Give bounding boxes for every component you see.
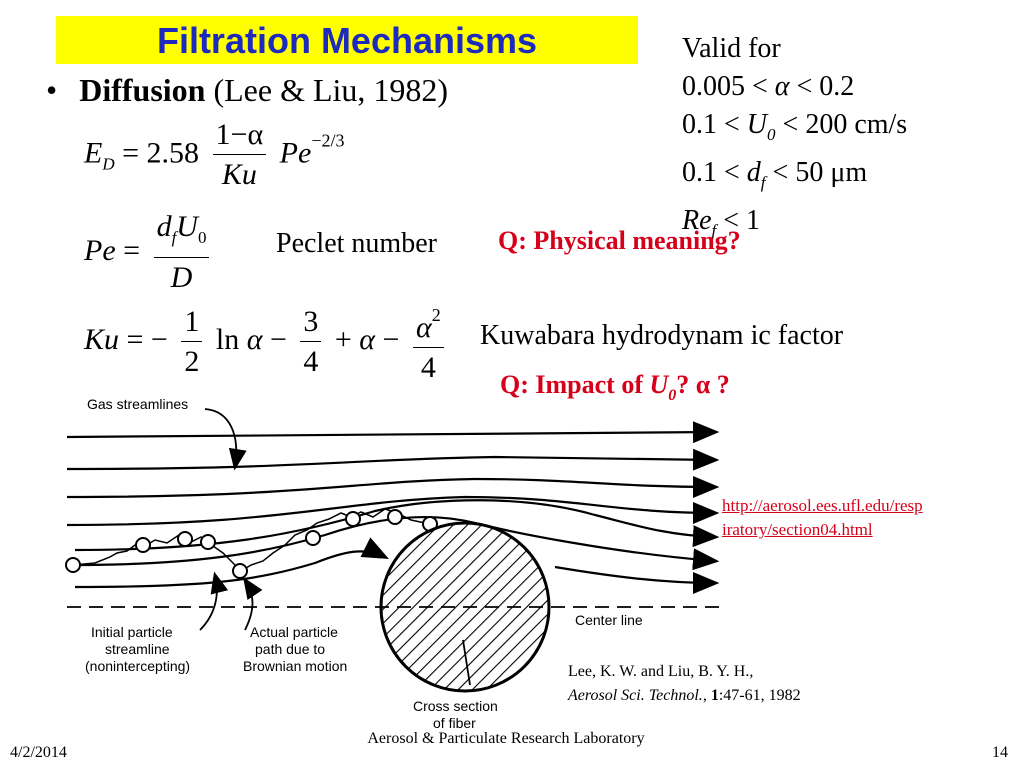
- slide-title: Filtration Mechanisms: [156, 20, 538, 61]
- gas-streamlines-group: [66, 421, 720, 594]
- citation-source: Aerosol Sci. Technol., 1:47-61, 1982: [568, 687, 801, 704]
- streamline-3: [66, 475, 720, 499]
- bullet-diffusion: • Diffusion (Lee & Liu, 1982): [46, 72, 448, 109]
- streamline-5: [74, 499, 720, 552]
- ed-denominator: Ku: [221, 158, 257, 191]
- label-actual-1: Actual particle: [250, 624, 338, 640]
- label-actual-2: path due to: [255, 641, 325, 657]
- citation-authors: Lee, K. W. and Liu, B. Y. H.,: [568, 663, 754, 680]
- validity-reynolds: Ref < 1: [682, 205, 761, 240]
- question-impact: Q: Impact of U0? α ?: [500, 370, 730, 404]
- label-center-line: Center line: [575, 612, 643, 628]
- peclet-label: Peclet number: [276, 228, 437, 259]
- label-cross-section: Cross section: [413, 698, 498, 714]
- ed-fraction: 1−α Ku: [212, 118, 267, 193]
- streamline-4: [66, 495, 720, 527]
- ed-numerator: 1−α: [212, 118, 267, 155]
- pe-numerator: dfU0: [153, 210, 210, 258]
- pe-denominator: D: [170, 261, 193, 294]
- question-physical-meaning: Q: Physical meaning?: [498, 226, 741, 255]
- footer-date: 4/2/2014: [10, 744, 67, 761]
- ku-fraction-half: 1 2: [181, 305, 203, 380]
- bullet-term: Diffusion: [79, 72, 206, 108]
- citation: Lee, K. W. and Liu, B. Y. H., Aerosol Sc…: [568, 660, 801, 708]
- reference-link[interactable]: http://aerosol.ees.ufl.edu/resp iratory/…: [722, 494, 923, 542]
- pe-fraction: dfU0 D: [153, 210, 210, 296]
- label-gas-streamlines: Gas streamlines: [87, 396, 188, 412]
- label-of-fiber: of fiber: [433, 715, 476, 730]
- kuwabara-label: Kuwabara hydrodynam ic factor: [480, 320, 844, 351]
- ku-ln: ln: [215, 322, 240, 356]
- validity-alpha: 0.005 < α < 0.2: [682, 71, 855, 102]
- bullet-dot: •: [46, 72, 58, 108]
- validity-conditions: Valid for 0.005 < α < 0.2 0.1 < U0 < 200…: [682, 30, 907, 250]
- validity-heading: Valid for: [682, 33, 781, 64]
- label-initial-3: (nonintercepting): [85, 658, 190, 674]
- particle-markers: [65, 509, 438, 579]
- diffusion-diagram: Gas streamlines Initial particle streaml…: [65, 396, 720, 730]
- ed-pe: Pe: [279, 136, 312, 170]
- validity-velocity: 0.1 < U0 < 200 cm/s: [682, 109, 908, 144]
- link-line-2[interactable]: iratory/section04.html: [722, 520, 873, 539]
- link-line-1[interactable]: http://aerosol.ees.ufl.edu/resp: [722, 496, 923, 515]
- bullet-reference: (Lee & Liu, 1982): [213, 72, 449, 108]
- pe-lhs: Pe: [84, 233, 116, 267]
- equation-ku: Ku = − 1 2 ln α − 3 4 + α − α2 4: [84, 298, 450, 386]
- ed-lhs-sub: D: [102, 154, 115, 174]
- label-actual-3: Brownian motion: [243, 658, 347, 674]
- title-highlight: [56, 16, 638, 64]
- streamline-2: [66, 448, 720, 471]
- ku-fraction-three-quarters: 3 4: [300, 305, 322, 380]
- streamline-1: [66, 421, 720, 444]
- equation-pe: Pe = dfU0 D: [84, 210, 215, 296]
- validity-diameter: 0.1 < df < 50 μm: [682, 157, 868, 192]
- equation-ed: ED = 2.58 1−α Ku Pe−2/3: [84, 118, 345, 193]
- label-initial-2: streamline: [105, 641, 170, 657]
- footer-page-number: 14: [992, 744, 1008, 761]
- ed-lhs: E: [84, 136, 103, 170]
- label-initial-1: Initial particle: [91, 624, 173, 640]
- footer-lab: Aerosol & Particulate Research Laborator…: [367, 730, 645, 747]
- streamline-7-right: [554, 565, 720, 594]
- ku-fraction-alpha-squared: α2 4: [412, 298, 444, 386]
- ed-coef: 2.58: [146, 136, 200, 170]
- ku-lhs: Ku: [84, 322, 120, 356]
- streamline-7: [74, 537, 389, 589]
- ed-exponent: −2/3: [311, 130, 345, 151]
